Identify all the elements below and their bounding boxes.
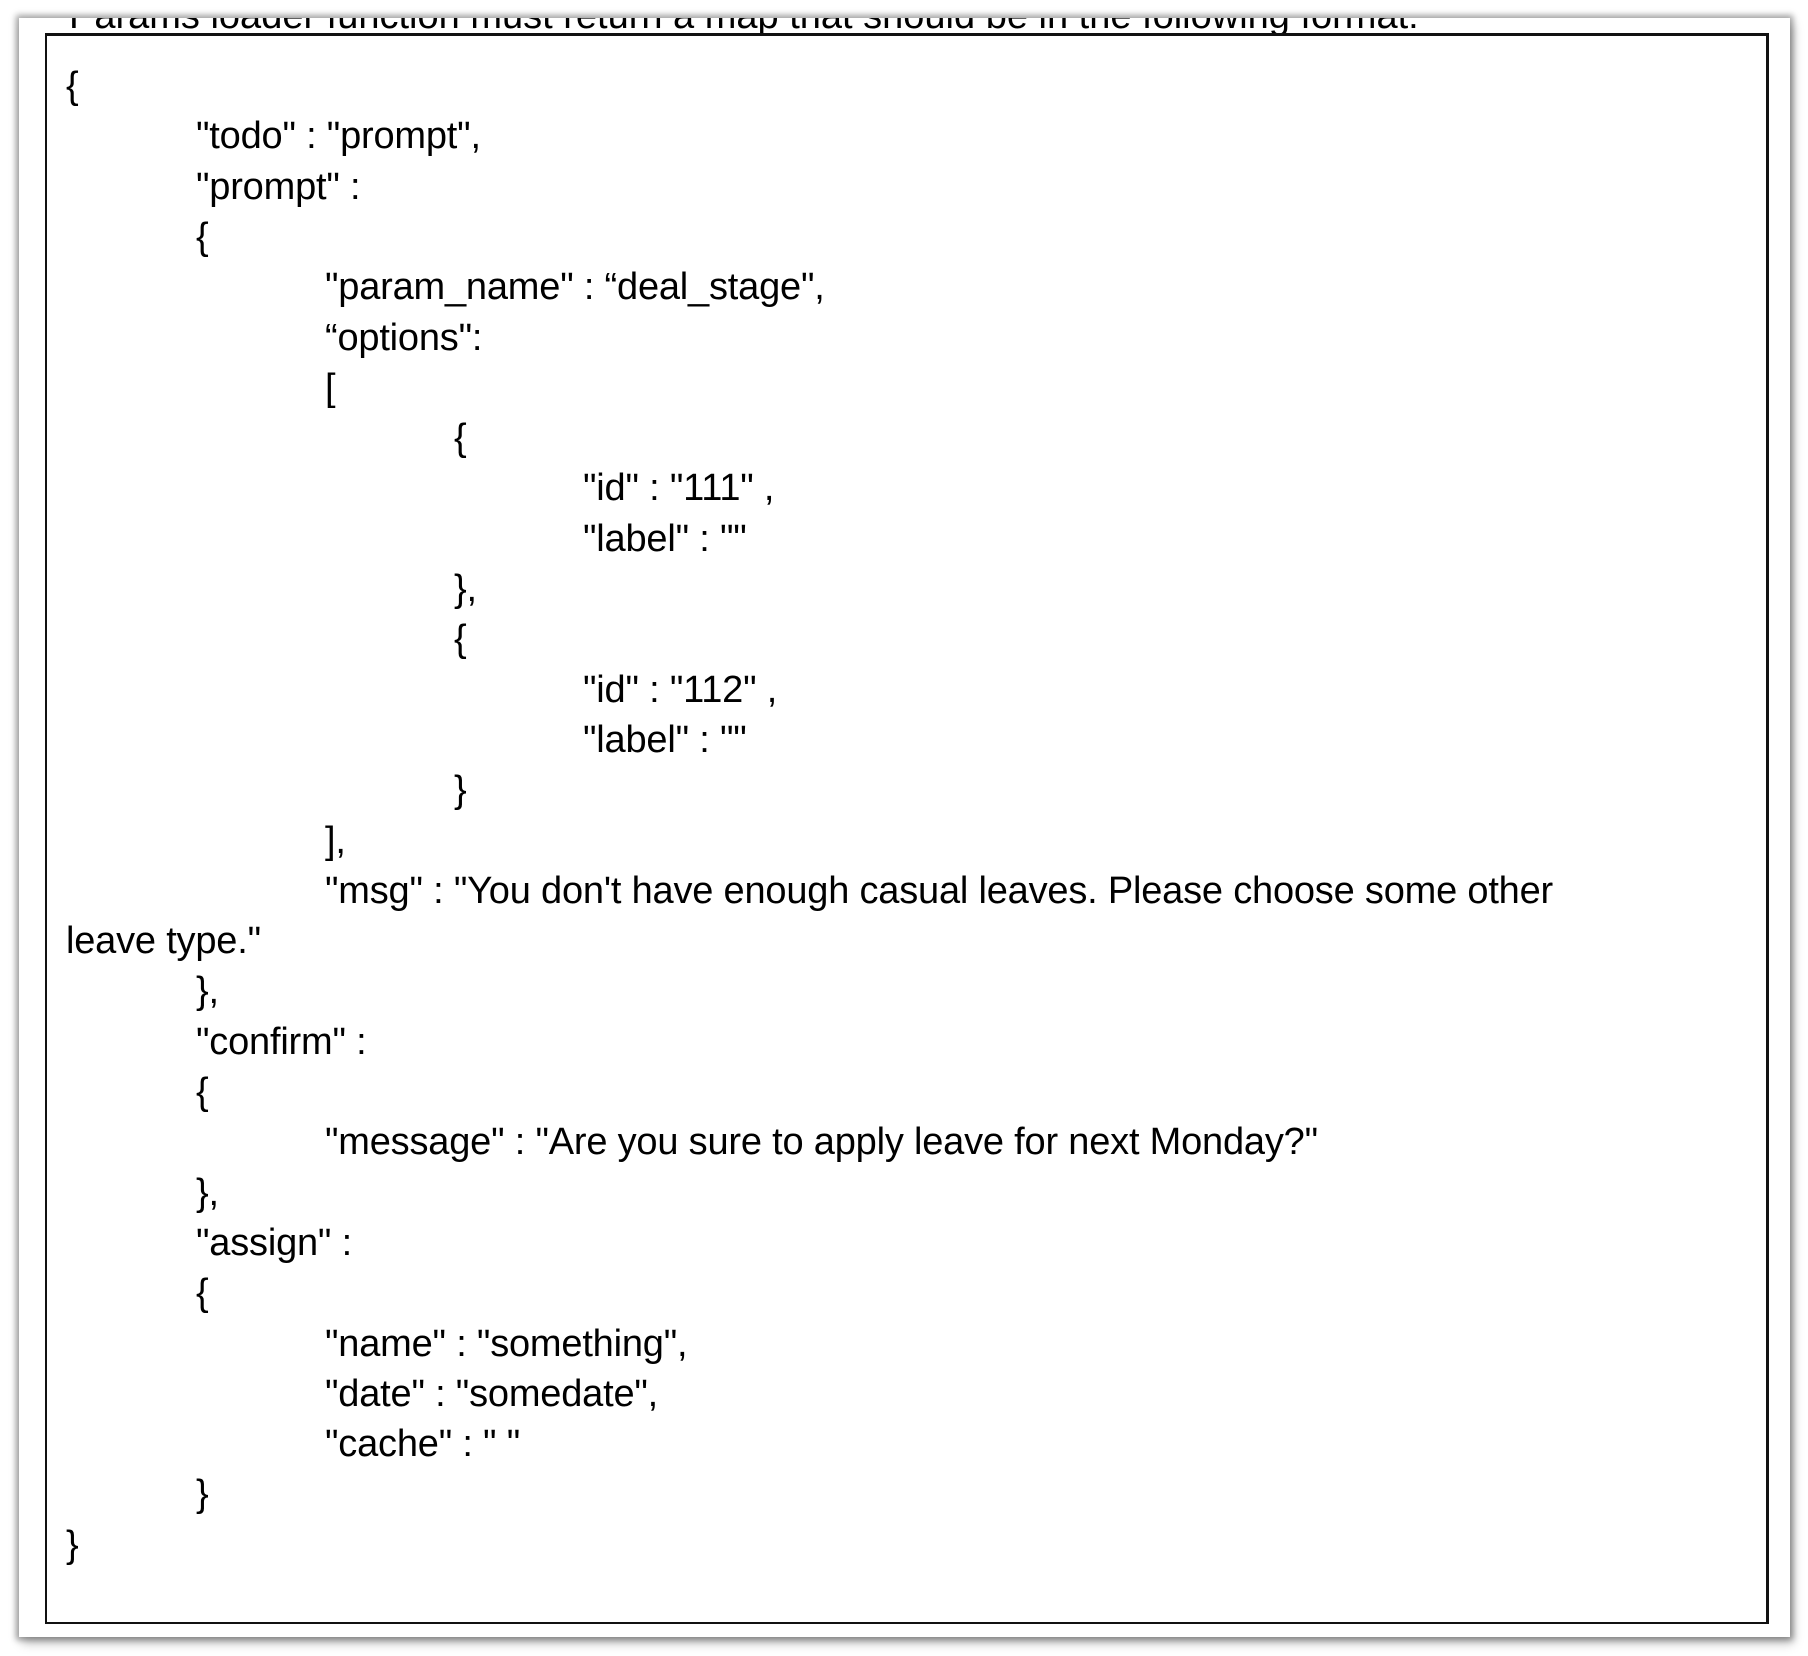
format-caption: Params loader function must return a map…: [69, 18, 1419, 36]
code-line: "date" : "somedate",: [325, 1372, 659, 1415]
code-line: “options":: [325, 316, 483, 359]
code-sample-box: { "todo" : "prompt", "prompt" : { "param_nam…: [45, 33, 1769, 1624]
code-line: "label" : "": [583, 718, 747, 761]
code-line: "message" : "Are you sure to apply leave…: [325, 1121, 1318, 1164]
code-line: "id" : "112" ,: [583, 668, 778, 711]
code-line: "id" : "111" ,: [583, 467, 775, 510]
code-line: "label" : "": [583, 517, 747, 560]
code-line: {: [66, 65, 79, 107]
code-line: {: [454, 618, 467, 661]
code-line: "todo" : "prompt",: [196, 115, 481, 158]
code-line: "name" : "something",: [325, 1322, 688, 1365]
code-line: "msg" : "You don't have enough casual le…: [325, 869, 1553, 912]
code-line: },: [454, 568, 477, 610]
code-line: [: [325, 366, 336, 409]
code-line: "cache" : " ": [325, 1423, 520, 1466]
document-page: Params loader function must return a map…: [19, 18, 1790, 1637]
code-line: }: [454, 769, 467, 812]
code-line: {: [454, 417, 467, 460]
code-line: {: [196, 1071, 209, 1113]
code-line: }: [196, 1473, 209, 1516]
code-line: ],: [325, 819, 346, 862]
code-line: "param_name" : “deal_stage",: [325, 266, 825, 309]
code-line: "confirm" :: [196, 1020, 367, 1063]
code-line: },: [196, 970, 219, 1013]
code-line: "assign" :: [196, 1221, 352, 1264]
code-line: leave type.": [66, 920, 261, 963]
code-line: {: [196, 215, 209, 258]
code-line: }: [66, 1523, 79, 1566]
code-line: "prompt" :: [196, 165, 361, 208]
code-line: },: [196, 1171, 219, 1214]
code-line: {: [196, 1272, 209, 1315]
